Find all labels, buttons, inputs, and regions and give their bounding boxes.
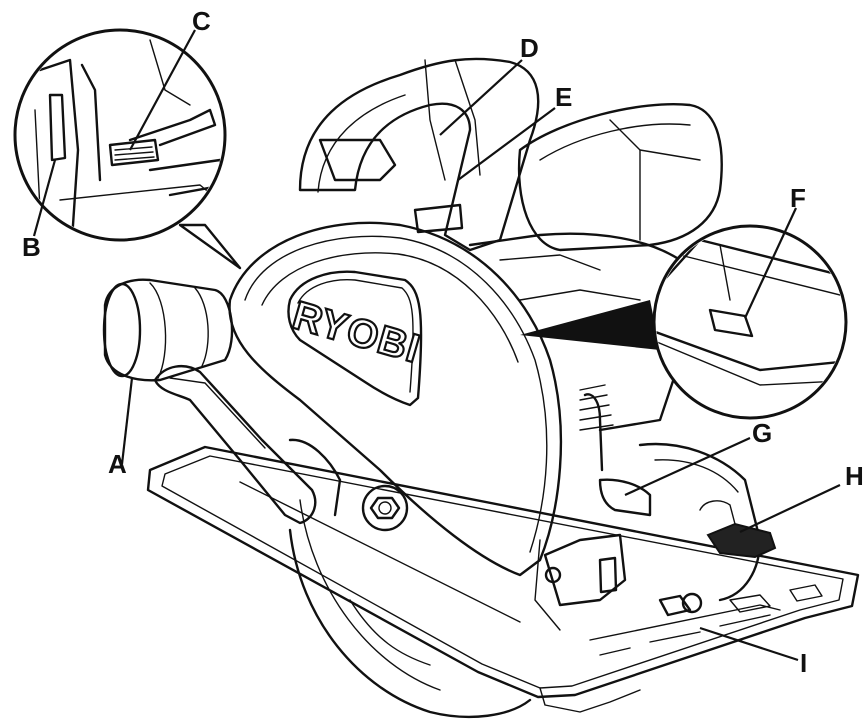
base-plate — [146, 445, 860, 713]
magnifier-blade-lock — [13, 28, 242, 270]
magnifier-switch — [520, 224, 848, 420]
label-g: G — [752, 418, 772, 448]
label-c: C — [192, 6, 211, 36]
label-f: F — [790, 183, 806, 213]
blade-lock-lever — [583, 393, 652, 517]
saw-blade — [288, 499, 532, 719]
bevel-lever — [699, 500, 777, 559]
bevel-adjustment — [534, 442, 762, 631]
label-a: A — [108, 449, 127, 479]
lower-guard-lever — [153, 364, 342, 525]
blade-guard: RYOBI — [228, 221, 563, 577]
label-b: B — [22, 232, 41, 262]
label-h: H — [845, 461, 864, 491]
brand-logo: RYOBI — [288, 293, 425, 371]
label-e: E — [555, 82, 572, 112]
callout-labels: A B C D E F G H I — [22, 6, 864, 678]
leader-lines — [32, 29, 841, 662]
label-i: I — [800, 648, 807, 678]
label-d: D — [520, 33, 539, 63]
